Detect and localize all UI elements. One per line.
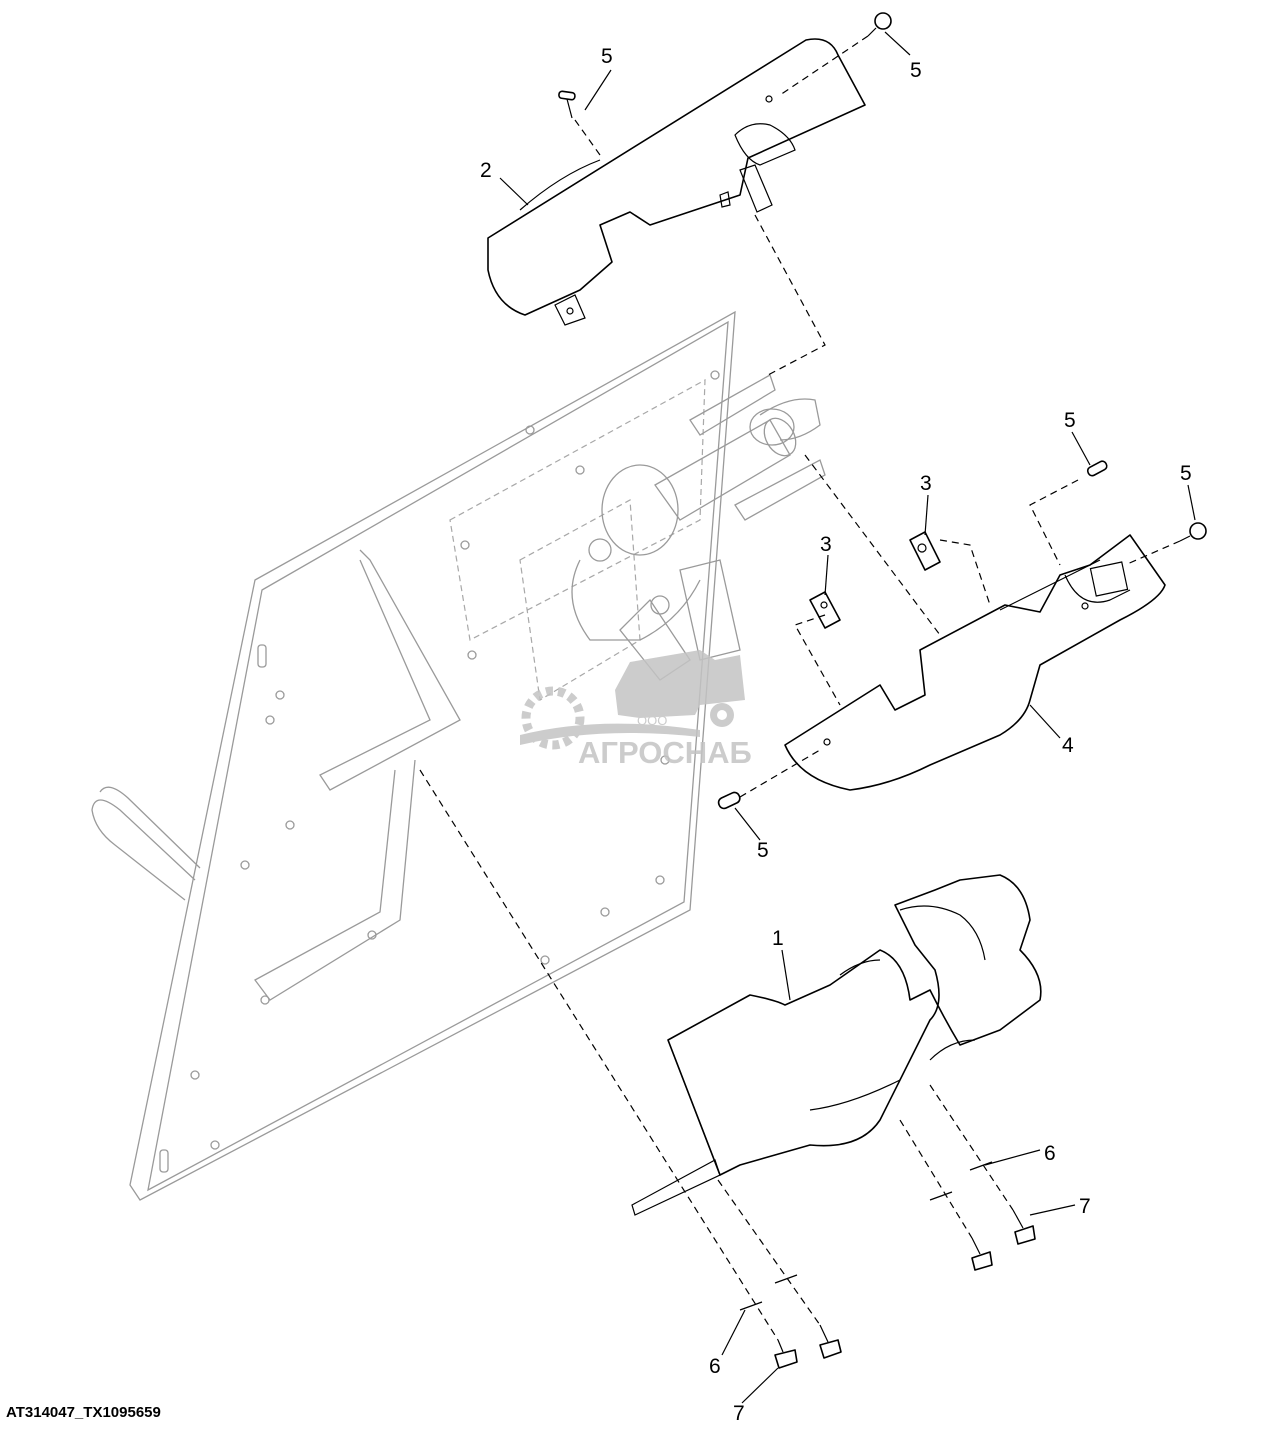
callout-3b: 3 <box>820 533 832 556</box>
callout-4: 4 <box>1062 734 1074 757</box>
callout-5b: 5 <box>910 59 922 82</box>
callout-labels: 1 2 3 3 4 5 5 5 5 5 6 6 7 7 <box>480 45 1192 1425</box>
callout-2: 2 <box>480 159 492 182</box>
mounting-plate-ghost <box>91 310 826 1201</box>
assembly-center-lines <box>419 35 1181 1341</box>
callout-5c: 5 <box>1064 409 1076 432</box>
lower-cover-part <box>784 534 1166 791</box>
callout-7b: 7 <box>1079 1195 1091 1218</box>
callout-5a: 5 <box>601 45 613 68</box>
callout-7a: 7 <box>733 1402 745 1425</box>
callout-6a: 6 <box>709 1355 721 1378</box>
gear-icon <box>521 686 585 750</box>
figure-id: AT314047_TX1095659 <box>6 1404 161 1421</box>
watermark-logo: ООО АГРОСНАБ <box>520 650 752 770</box>
watermark-name: АГРОСНАБ <box>578 735 752 770</box>
hardware-parts <box>558 12 1207 1369</box>
watermark-prefix: ООО <box>637 713 667 728</box>
upper-cover-part <box>487 38 866 326</box>
callout-5d: 5 <box>1180 462 1192 485</box>
callout-3a: 3 <box>920 472 932 495</box>
tractor-icon <box>615 650 745 718</box>
callout-1: 1 <box>772 927 784 950</box>
callout-6b: 6 <box>1044 1142 1056 1165</box>
bottom-cover-part <box>631 874 1042 1216</box>
leader-lines <box>499 31 1196 1404</box>
callout-5e: 5 <box>757 839 769 862</box>
